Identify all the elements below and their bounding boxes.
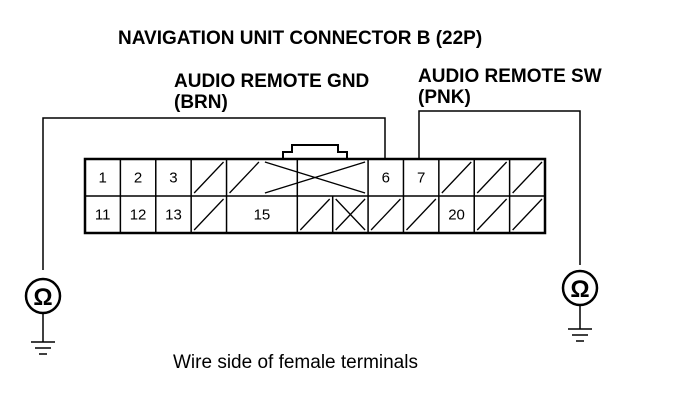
pin-label-top: 2: [134, 170, 142, 187]
pin-label-bottom: 15: [254, 207, 271, 224]
left-wire-name: AUDIO REMOTE GND: [174, 71, 369, 92]
pin-label-top: 7: [417, 170, 425, 187]
right-wire-color: (PNK): [418, 87, 471, 108]
left-wire-color: (BRN): [174, 92, 228, 113]
pin-label-top: 3: [169, 170, 177, 187]
left-ohmmeter: Ω: [24, 277, 62, 355]
pin-label-top: 1: [99, 170, 107, 187]
pin-label-bottom: 11: [95, 207, 111, 224]
right-ohmmeter: Ω: [561, 269, 599, 342]
right-wire-name: AUDIO REMOTE SW: [418, 66, 602, 87]
right-wire-line: [418, 110, 581, 265]
diagram-title: NAVIGATION UNIT CONNECTOR B (22P): [118, 28, 482, 49]
left-ohm-icon: Ω: [33, 284, 52, 311]
pin-label-bottom: 12: [130, 207, 147, 224]
diagram-caption: Wire side of female terminals: [173, 352, 418, 373]
connector-latch: [282, 144, 348, 160]
right-ohm-icon: Ω: [570, 276, 589, 303]
pin-label-bottom: 13: [165, 207, 182, 224]
pin-label-bottom: 20: [448, 207, 465, 224]
left-wire-line: [42, 117, 386, 270]
pin-label-top: 6: [382, 170, 390, 187]
